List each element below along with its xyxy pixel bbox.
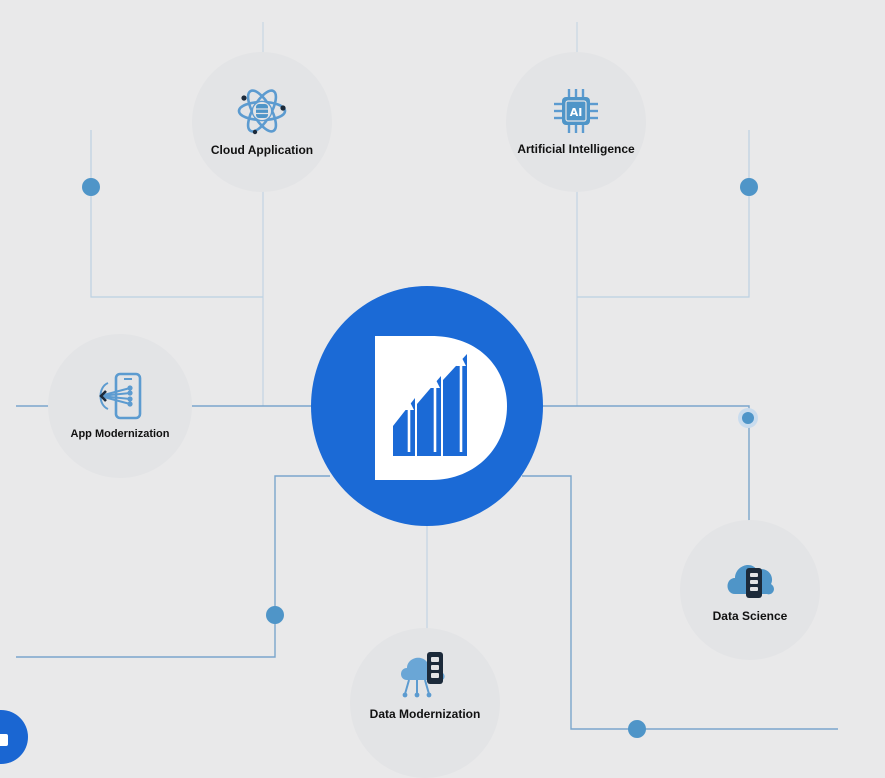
node-label: Cloud Application <box>210 142 314 157</box>
node-label: Data Science <box>712 608 788 623</box>
node-app-modernization: App Modernization <box>48 334 192 478</box>
node-artificial-intelligence: AI Artificial Intelligence <box>506 52 646 192</box>
cloud-server-icon <box>727 564 774 598</box>
svg-text:AI: AI <box>570 106 583 119</box>
node-data-modernization: Data Modernization <box>350 628 500 778</box>
growth-d-logo <box>375 336 507 480</box>
node-label: Data Modernization <box>369 707 481 721</box>
connector-lines <box>16 22 838 738</box>
connector-bottom-left-branch <box>16 475 330 658</box>
connector-dot-bottom-left <box>266 606 284 624</box>
mobile-app-connections-icon <box>99 372 142 419</box>
chat-icon <box>0 734 8 746</box>
hub-logo-circle <box>311 286 543 526</box>
connector-dot-datascience <box>742 412 754 424</box>
connector-dot-left-top <box>82 178 100 196</box>
connector-dot-bottom-right <box>628 720 646 738</box>
ai-chip-icon: AI <box>554 88 598 133</box>
connector-bottom-right-branch <box>522 475 838 730</box>
node-cloud-application: Cloud Application <box>192 52 332 192</box>
node-label: App Modernization <box>70 427 170 440</box>
cloud-storage-network-icon <box>401 652 445 698</box>
connector-hub-datascience <box>540 405 750 522</box>
node-label: Artificial Intelligence <box>517 141 635 156</box>
node-data-science: Data Science <box>680 520 820 660</box>
atom-database-icon <box>237 89 287 135</box>
connector-dot-right-top <box>740 178 758 196</box>
